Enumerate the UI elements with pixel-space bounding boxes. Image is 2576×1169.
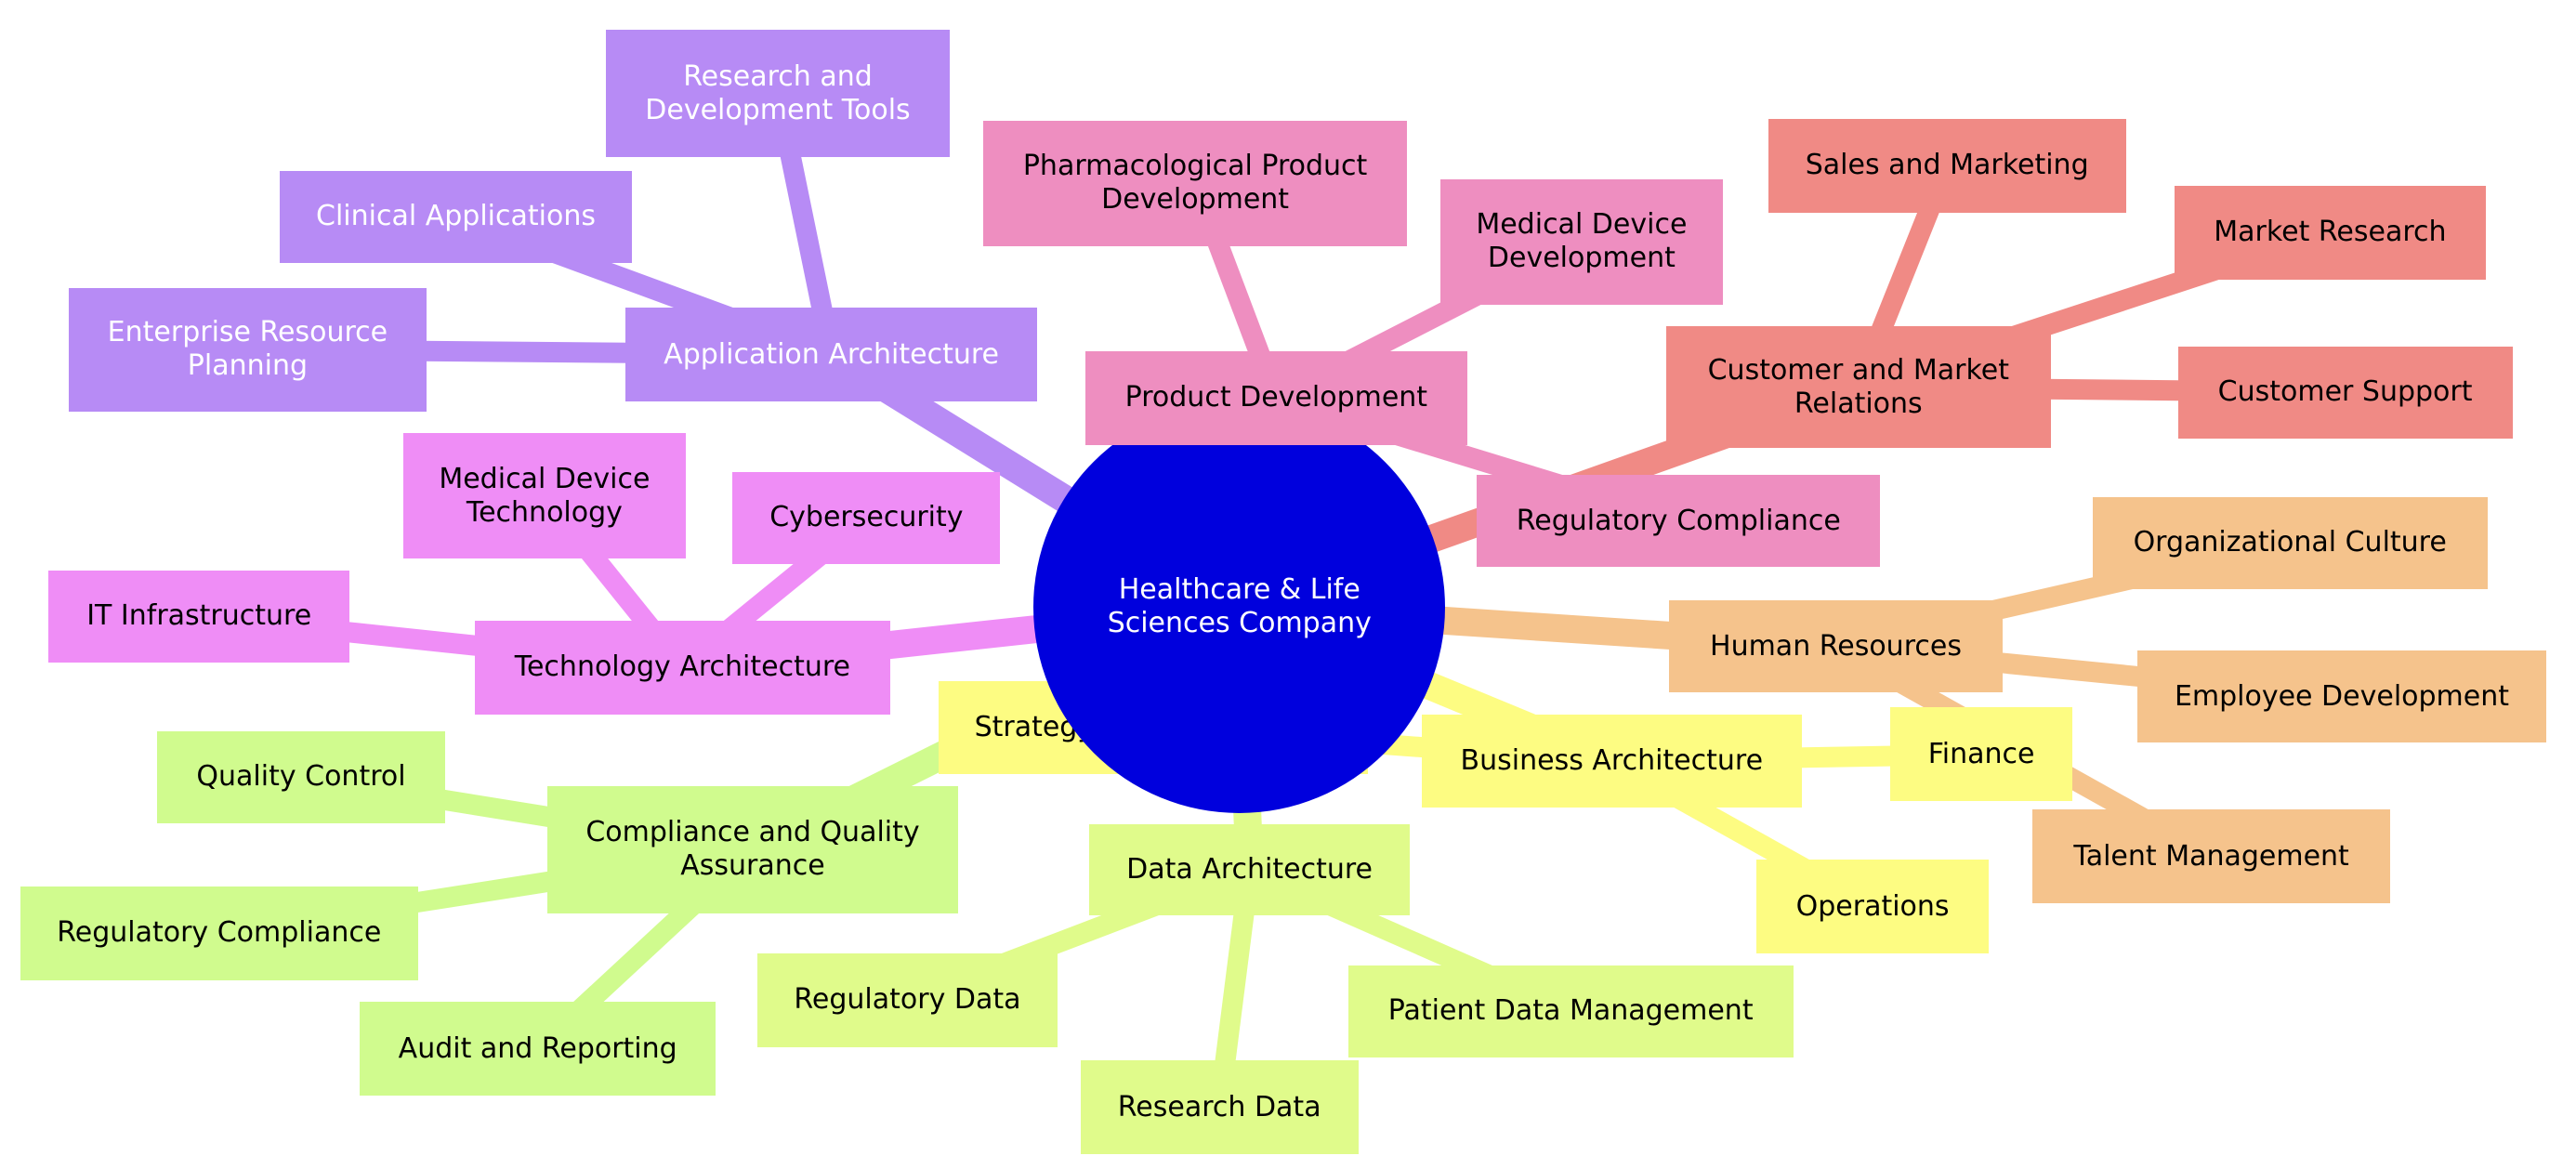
technology-architecture-node[interactable]: Technology Architecture	[475, 620, 890, 715]
human-resources-child-1-label: Employee Development	[2174, 679, 2510, 713]
human-resources-child-2-label: Talent Management	[2073, 839, 2349, 873]
human-resources-child-0-label: Organizational Culture	[2133, 526, 2447, 559]
business-architecture-child-1[interactable]: Finance	[1890, 707, 2073, 802]
data-architecture-child-0-label: Regulatory Data	[794, 983, 1021, 1017]
product-development-node-label: Product Development	[1124, 381, 1428, 414]
data-architecture-child-0[interactable]: Regulatory Data	[757, 953, 1058, 1047]
human-resources-child-1[interactable]: Employee Development	[2137, 650, 2546, 743]
technology-architecture-child-1[interactable]: Cybersecurity	[732, 471, 1001, 564]
human-resources-child-0[interactable]: Organizational Culture	[2092, 496, 2488, 589]
customer-market-relations-node-label: Customer and Market Relations	[1707, 353, 2009, 420]
technology-architecture-child-0[interactable]: Medical Device Technology	[402, 433, 686, 559]
product-development-child-1-label: Medical Device Development	[1476, 208, 1688, 275]
compliance-quality-assurance-child-0-label: Quality Control	[196, 760, 406, 794]
customer-market-relations-node[interactable]: Customer and Market Relations	[1665, 326, 2051, 449]
technology-architecture-node-label: Technology Architecture	[514, 650, 850, 684]
data-architecture-child-1[interactable]: Research Data	[1080, 1060, 1359, 1154]
data-architecture-node-label: Data Architecture	[1126, 852, 1373, 886]
customer-market-relations-child-2-label: Customer Support	[2217, 375, 2473, 409]
product-development-child-2[interactable]: Regulatory Compliance	[1477, 475, 1881, 568]
data-architecture-child-2[interactable]: Patient Data Management	[1347, 965, 1794, 1057]
application-architecture-node[interactable]: Application Architecture	[625, 308, 1037, 401]
root-node[interactable]: Healthcare & Life Sciences Company	[1033, 401, 1446, 813]
customer-market-relations-child-1-label: Market Research	[2214, 216, 2447, 249]
business-architecture-child-1-label: Finance	[1927, 737, 2035, 770]
compliance-quality-assurance-child-1-label: Regulatory Compliance	[57, 916, 382, 950]
application-architecture-child-0-label: Research and Development Tools	[645, 59, 911, 126]
technology-architecture-child-0-label: Medical Device Technology	[439, 462, 651, 529]
product-development-child-0-label: Pharmacological Product Development	[1022, 150, 1368, 217]
application-architecture-node-label: Application Architecture	[664, 337, 999, 371]
technology-architecture-child-2-label: IT Infrastructure	[86, 599, 312, 633]
technology-architecture-child-1-label: Cybersecurity	[769, 501, 964, 534]
compliance-quality-assurance-node[interactable]: Compliance and Quality Assurance	[546, 786, 959, 913]
business-architecture-child-2-label: Operations	[1795, 889, 1950, 923]
application-architecture-child-1-label: Clinical Applications	[316, 200, 596, 233]
business-architecture-node[interactable]: Business Architecture	[1422, 714, 1802, 808]
root-node-label: Healthcare & Life Sciences Company	[1107, 573, 1372, 640]
business-architecture-node-label: Business Architecture	[1460, 743, 1764, 777]
data-architecture-child-2-label: Patient Data Management	[1387, 994, 1754, 1028]
compliance-quality-assurance-node-label: Compliance and Quality Assurance	[585, 816, 920, 883]
compliance-quality-assurance-child-2[interactable]: Audit and Reporting	[360, 1002, 716, 1096]
product-development-node[interactable]: Product Development	[1085, 351, 1467, 445]
customer-market-relations-child-1[interactable]: Market Research	[2175, 185, 2486, 280]
compliance-quality-assurance-child-0[interactable]: Quality Control	[157, 730, 445, 823]
human-resources-node[interactable]: Human Resources	[1669, 600, 2003, 693]
application-architecture-child-0[interactable]: Research and Development Tools	[605, 30, 951, 158]
application-architecture-child-2[interactable]: Enterprise Resource Planning	[68, 287, 427, 412]
compliance-quality-assurance-child-2-label: Audit and Reporting	[398, 1031, 677, 1065]
compliance-quality-assurance-child-1[interactable]: Regulatory Compliance	[20, 887, 418, 980]
human-resources-node-label: Human Resources	[1710, 629, 1962, 663]
application-architecture-child-2-label: Enterprise Resource Planning	[107, 316, 388, 383]
customer-market-relations-child-0-label: Sales and Marketing	[1805, 149, 2089, 182]
product-development-child-1[interactable]: Medical Device Development	[1439, 178, 1723, 305]
application-architecture-child-1[interactable]: Clinical Applications	[279, 170, 633, 263]
data-architecture-child-1-label: Research Data	[1117, 1090, 1321, 1123]
business-architecture-child-2[interactable]: Operations	[1756, 860, 1990, 953]
customer-market-relations-child-2[interactable]: Customer Support	[2177, 346, 2513, 439]
customer-market-relations-child-0[interactable]: Sales and Marketing	[1768, 118, 2126, 213]
product-development-child-0[interactable]: Pharmacological Product Development	[983, 120, 1407, 246]
technology-architecture-child-2[interactable]: IT Infrastructure	[48, 570, 350, 663]
product-development-child-2-label: Regulatory Compliance	[1516, 504, 1841, 537]
data-architecture-node[interactable]: Data Architecture	[1088, 824, 1411, 915]
human-resources-child-2[interactable]: Talent Management	[2032, 809, 2391, 903]
